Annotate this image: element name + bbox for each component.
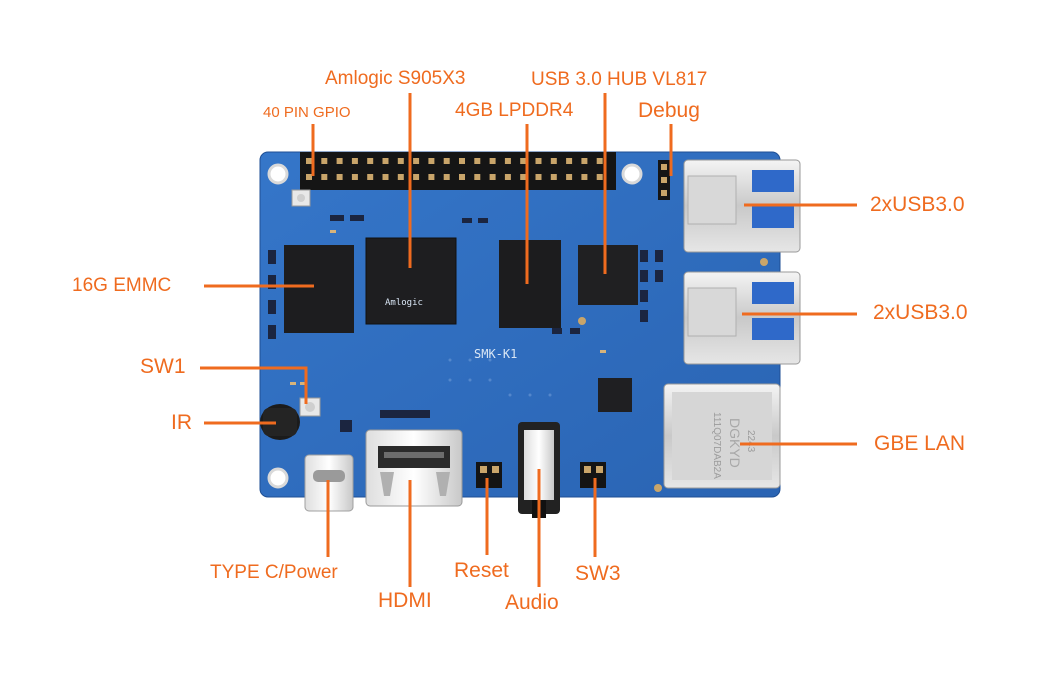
label-lan: GBE LAN	[874, 432, 966, 455]
label-hdmi: HDMI	[378, 589, 432, 612]
gpio-pin	[566, 174, 573, 180]
gpio-pin	[413, 174, 420, 180]
usb-port-top	[683, 159, 801, 253]
leader-lines	[200, 93, 857, 587]
ir-receiver	[260, 404, 300, 440]
label-emmc: 16G EMMC	[72, 275, 172, 296]
gpio-pin	[351, 174, 358, 180]
board-name-silk: SMK-K1	[474, 347, 517, 361]
label-sw3: SW3	[575, 562, 621, 585]
gpio-pin	[474, 174, 481, 180]
gpio-pin	[367, 174, 374, 180]
gpio-header	[300, 152, 616, 190]
svg-text:Amlogic: Amlogic	[385, 298, 423, 308]
label-audio: Audio	[505, 591, 559, 614]
gpio-pin	[596, 158, 603, 164]
svg-text:2243: 2243	[745, 430, 756, 453]
svg-text:DGKYD: DGKYD	[727, 418, 743, 468]
label-usb-top: 2xUSB3.0	[870, 193, 965, 216]
gpio-pin	[459, 174, 465, 180]
sw4-button	[291, 189, 311, 207]
gpio-pin	[596, 174, 603, 180]
gpio-pin	[474, 158, 481, 164]
gpio-pin	[489, 158, 496, 164]
label-soc: Amlogic S905X3	[325, 68, 466, 89]
emmc-chip	[284, 245, 354, 333]
gpio-pin	[504, 158, 511, 164]
leader-sw1	[200, 366, 308, 404]
gpio-pin	[504, 174, 511, 180]
hdmi-port	[365, 429, 463, 507]
small-ic	[598, 378, 632, 412]
gpio-pin	[413, 158, 420, 164]
gpio-pin	[428, 174, 435, 180]
ram-chip	[499, 240, 561, 328]
gpio-pin	[535, 158, 542, 164]
hub-chip	[578, 245, 638, 305]
gpio-pin	[428, 158, 435, 164]
gpio-pin	[520, 174, 527, 180]
svg-text:111Q07DAB2A: 111Q07DAB2A	[711, 412, 722, 479]
label-debug: Debug	[638, 99, 700, 122]
label-ir: IR	[171, 411, 192, 434]
usb-port-bottom	[683, 271, 801, 365]
lan-port: DGKYD 111Q07DAB2A 2243	[663, 383, 781, 489]
gpio-pin	[351, 158, 358, 164]
gpio-pin	[336, 158, 343, 164]
gpio-pin	[550, 174, 557, 180]
label-typec: TYPE C/Power	[210, 562, 338, 583]
gpio-pin	[321, 174, 328, 180]
gpio-pin	[382, 174, 389, 180]
label-reset: Reset	[454, 559, 509, 582]
gpio-pin	[397, 158, 404, 164]
label-sw1: SW1	[140, 355, 186, 378]
gpio-pin	[489, 174, 496, 180]
label-gpio: 40 PIN GPIO	[263, 104, 351, 121]
gpio-pin	[306, 158, 312, 164]
gpio-pin	[382, 158, 389, 164]
gpio-pin	[581, 158, 588, 164]
gpio-pin	[550, 158, 557, 164]
gpio-pin	[397, 174, 404, 180]
gpio-pin	[336, 174, 343, 180]
label-ram: 4GB LPDDR4	[455, 100, 574, 121]
gpio-pin	[443, 174, 450, 180]
label-hub: USB 3.0 HUB VL817	[531, 69, 708, 90]
audio-jack	[518, 422, 560, 518]
debug-header	[658, 160, 670, 200]
gpio-pin	[520, 158, 527, 164]
gpio-pin	[367, 158, 374, 164]
gpio-pin	[321, 158, 328, 164]
sw1-button	[299, 397, 321, 417]
reset-jumper	[476, 462, 502, 488]
gpio-pin	[581, 174, 588, 180]
gpio-pin	[535, 174, 542, 180]
label-usb-bottom: 2xUSB3.0	[873, 301, 968, 324]
gpio-pin	[459, 158, 465, 164]
gpio-pin	[443, 158, 450, 164]
sw3-jumper	[580, 462, 606, 488]
gpio-pin	[306, 174, 312, 180]
gpio-pin	[566, 158, 573, 164]
